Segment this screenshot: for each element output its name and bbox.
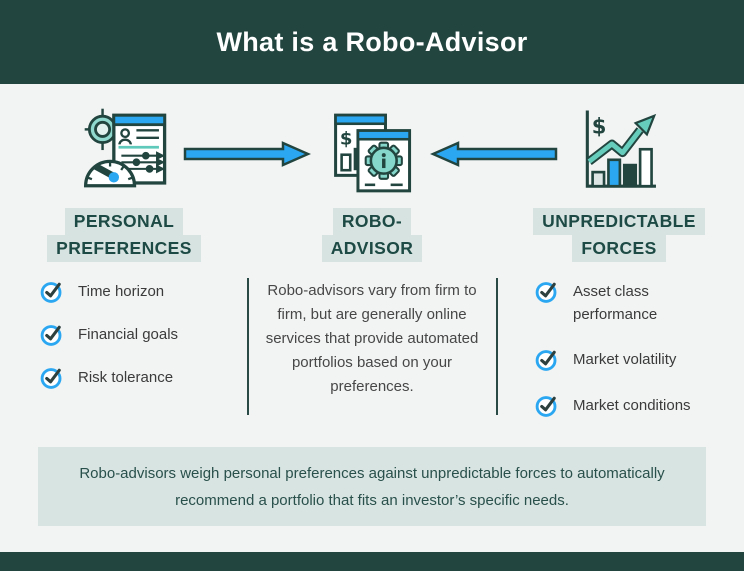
- list-item-label: Financial goals: [78, 326, 179, 343]
- robo-advisor-description: Robo-advisors vary from firm to firm, bu…: [265, 282, 479, 395]
- check-circle-icon: [40, 279, 65, 304]
- list-item: Time horizon: [40, 279, 178, 304]
- column-divider: [247, 278, 249, 415]
- unpredictable-forces-list: Asset class performance Market volatilit…: [535, 279, 713, 439]
- summary-box: Robo-advisors weigh personal preferences…: [38, 447, 706, 526]
- footer-band: [0, 552, 744, 571]
- list-item: Financial goals: [40, 322, 178, 347]
- heading-line: UNPREDICTABLE: [533, 208, 705, 235]
- list-item: Market conditions: [535, 393, 713, 418]
- target-gauge-profile-icon: [80, 104, 174, 198]
- arrow-left-icon: [430, 140, 558, 168]
- heading-line: PERSONAL: [64, 208, 184, 235]
- page-title: What is a Robo-Advisor: [216, 26, 528, 57]
- unpredictable-forces-heading: UNPREDICTABLE FORCES: [519, 208, 719, 262]
- heading-line: ROBO-: [332, 208, 412, 235]
- personal-preferences-heading: PERSONAL PREFERENCES: [24, 208, 224, 262]
- summary-text: Robo-advisors weigh personal preferences…: [79, 464, 665, 509]
- growth-bar-chart-icon: $: [575, 107, 663, 195]
- robo-advisor-heading: ROBO- ADVISOR: [272, 208, 472, 262]
- list-item-label: Risk tolerance: [78, 369, 174, 386]
- header-band: What is a Robo-Advisor: [0, 0, 744, 84]
- check-circle-icon: [40, 365, 65, 390]
- arrow-right-icon: [183, 140, 311, 168]
- list-item-label: Asset class performance: [573, 283, 658, 323]
- svg-text:$: $: [340, 128, 353, 149]
- list-item-label: Market volatility: [573, 351, 677, 368]
- heading-line: FORCES: [572, 235, 666, 262]
- check-circle-icon: [535, 393, 560, 418]
- check-circle-icon: [535, 279, 560, 304]
- list-item-label: Time horizon: [78, 283, 165, 300]
- column-divider: [496, 278, 498, 415]
- check-circle-icon: [535, 347, 560, 372]
- check-circle-icon: [40, 322, 65, 347]
- heading-line: ADVISOR: [321, 235, 423, 262]
- list-item: Market volatility: [535, 347, 713, 372]
- list-item-label: Market conditions: [573, 397, 691, 414]
- browser-gear-icon: $: [327, 110, 413, 196]
- list-item: Risk tolerance: [40, 365, 178, 390]
- svg-text:$: $: [592, 113, 607, 138]
- list-item: Asset class performance: [535, 279, 713, 326]
- heading-line: PREFERENCES: [47, 235, 201, 262]
- personal-preferences-list: Time horizon Financial goals Risk tolera…: [40, 279, 178, 408]
